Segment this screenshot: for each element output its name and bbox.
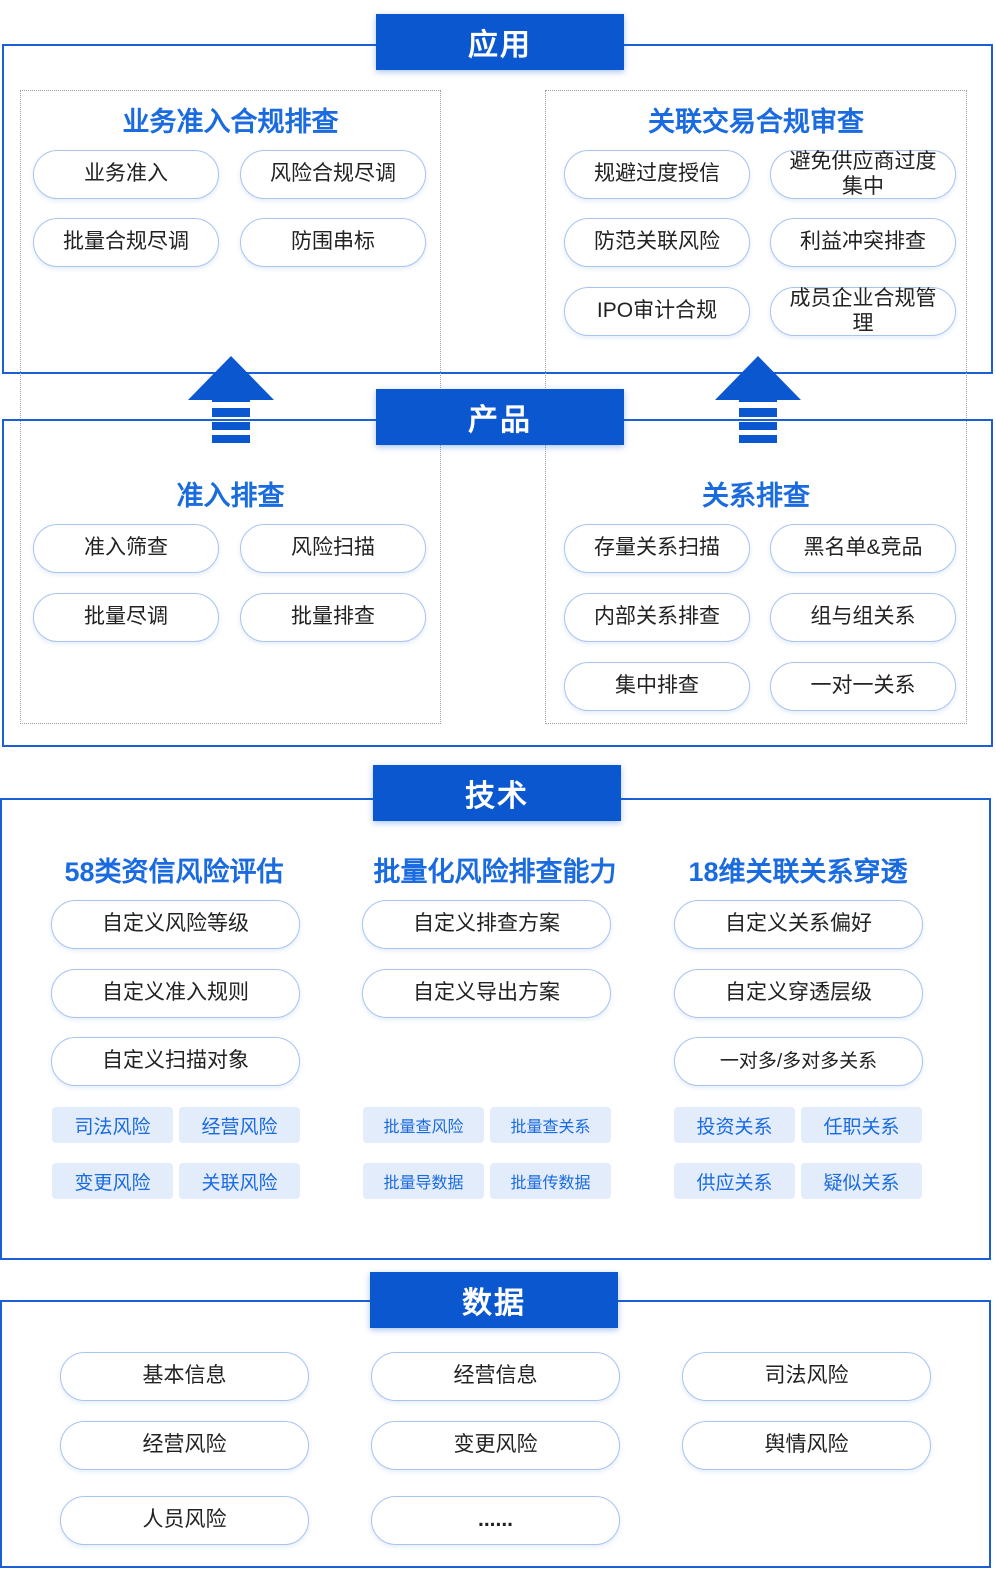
tech-tag-judicial-risk: 司法风险 [52, 1107, 173, 1143]
app-pill-anti-collusion-bidding[interactable]: 防围串标 [240, 218, 426, 267]
app-pill-supplier-concentration[interactable]: 避免供应商过度集中 [770, 150, 956, 199]
app-pill-batch-due-diligence[interactable]: 批量合规尽调 [33, 218, 219, 267]
data-pill-operation-risk[interactable]: 经营风险 [60, 1421, 309, 1470]
tech-pill-custom-access-rule[interactable]: 自定义准入规则 [51, 969, 300, 1018]
data-pill-change-risk[interactable]: 变更风险 [371, 1421, 620, 1470]
product-pill-group-relation[interactable]: 组与组关系 [770, 593, 956, 642]
tech-col2-title: 批量化风险排查能力 [373, 857, 617, 887]
tech-pill-custom-export-plan[interactable]: 自定义导出方案 [362, 969, 611, 1018]
tech-pill-custom-relation-pref[interactable]: 自定义关系偏好 [674, 900, 923, 949]
product-pill-risk-scan[interactable]: 风险扫描 [240, 524, 426, 573]
data-pill-public-opinion-risk[interactable]: 舆情风险 [682, 1421, 931, 1470]
tech-tag-operation-risk: 经营风险 [179, 1107, 300, 1143]
product-pill-batch-check[interactable]: 批量排查 [240, 593, 426, 642]
app-right-title: 关联交易合规审查 [648, 107, 864, 137]
banner-technology: 技术 [373, 765, 621, 821]
product-right-title: 关系排查 [702, 481, 810, 511]
tech-tag-change-risk: 变更风险 [52, 1163, 173, 1199]
tech-pill-custom-check-plan[interactable]: 自定义排查方案 [362, 900, 611, 949]
data-pill-operation-info[interactable]: 经营信息 [371, 1352, 620, 1401]
tech-pill-custom-penetration-level[interactable]: 自定义穿透层级 [674, 969, 923, 1018]
app-pill-member-compliance[interactable]: 成员企业合规管理 [770, 287, 956, 336]
tech-pill-custom-scan-target[interactable]: 自定义扫描对象 [51, 1037, 300, 1086]
tech-tag-supply-relation: 供应关系 [674, 1163, 795, 1199]
tech-tag-related-risk: 关联风险 [179, 1163, 300, 1199]
app-left-title: 业务准入合规排查 [122, 107, 339, 137]
tech-tag-employment-relation: 任职关系 [801, 1107, 922, 1143]
tech-tag-investment-relation: 投资关系 [674, 1107, 795, 1143]
app-pill-related-risk[interactable]: 防范关联风险 [564, 218, 750, 267]
banner-data: 数据 [370, 1272, 618, 1328]
app-pill-avoid-excess-credit[interactable]: 规避过度授信 [564, 150, 750, 199]
up-arrow-icon [188, 356, 274, 443]
data-pill-basic-info[interactable]: 基本信息 [60, 1352, 309, 1401]
product-pill-blacklist-competitor[interactable]: 黑名单&竞品 [770, 524, 956, 573]
product-left-title: 准入排查 [176, 481, 285, 511]
tech-col1-title: 58类资信风险评估 [64, 857, 284, 887]
tech-col3-title: 18维关联关系穿透 [688, 857, 908, 887]
app-pill-conflict-of-interest[interactable]: 利益冲突排查 [770, 218, 956, 267]
product-pill-access-screening[interactable]: 准入筛查 [33, 524, 219, 573]
tech-pill-one-to-many[interactable]: 一对多/多对多关系 [674, 1037, 923, 1086]
tech-tag-suspected-relation: 疑似关系 [801, 1163, 922, 1199]
up-arrow-icon [715, 356, 801, 443]
data-pill-judicial-risk[interactable]: 司法风险 [682, 1352, 931, 1401]
tech-pill-custom-risk-level[interactable]: 自定义风险等级 [51, 900, 300, 949]
banner-application: 应用 [376, 14, 624, 70]
product-pill-stock-relation-scan[interactable]: 存量关系扫描 [564, 524, 750, 573]
product-pill-one-to-one[interactable]: 一对一关系 [770, 662, 956, 711]
product-pill-centralized-check[interactable]: 集中排查 [564, 662, 750, 711]
app-pill-business-access[interactable]: 业务准入 [33, 150, 219, 199]
tech-tag-batch-export: 批量导数据 [363, 1163, 484, 1199]
tech-tag-batch-relation: 批量查关系 [490, 1107, 611, 1143]
product-pill-batch-diligence[interactable]: 批量尽调 [33, 593, 219, 642]
data-pill-more[interactable]: ...... [371, 1496, 620, 1545]
banner-product: 产品 [376, 389, 624, 445]
tech-tag-batch-risk: 批量查风险 [363, 1107, 484, 1143]
product-pill-internal-relation[interactable]: 内部关系排查 [564, 593, 750, 642]
tech-tag-batch-upload: 批量传数据 [490, 1163, 611, 1199]
data-pill-personnel-risk[interactable]: 人员风险 [60, 1496, 309, 1545]
app-pill-ipo-audit[interactable]: IPO审计合规 [564, 287, 750, 336]
app-pill-risk-due-diligence[interactable]: 风险合规尽调 [240, 150, 426, 199]
